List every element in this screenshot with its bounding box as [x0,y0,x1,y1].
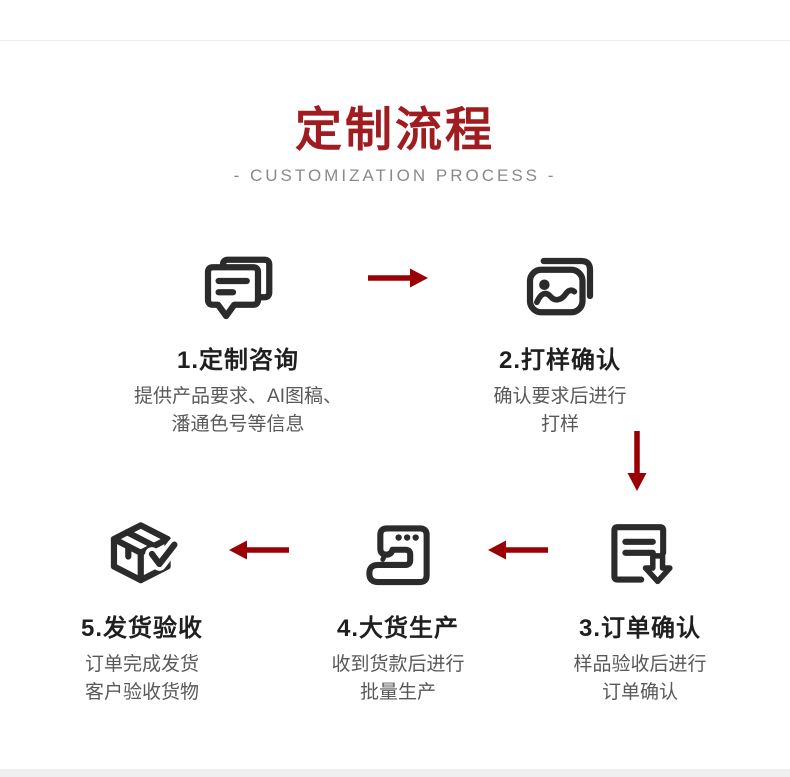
step-title: 2.打样确认 [498,347,621,374]
page-title: 定制流程 [295,103,495,156]
chat-bubbles-icon [113,244,363,328]
arrow-left-icon [228,537,290,563]
arrow-left-icon [487,537,549,563]
step-desc-line: 样品验收后进行 [573,654,707,675]
step-custom-consultation: 1.定制咨询 提供产品要求、AI图稿、 潘通色号等信息 [113,244,363,439]
top-divider [0,40,790,41]
sewing-machine-icon [273,512,523,596]
arrow-down-icon [624,430,650,492]
step-desc-line: 订单完成发货 [84,654,199,675]
arrow-right-icon [367,265,429,291]
bottom-divider [0,769,790,777]
step-desc-line: 批量生产 [359,682,436,703]
step-title: 4.大货生产 [336,615,459,642]
package-check-icon [17,512,267,596]
step-description: 确认要求后进行 打样 [435,383,685,439]
step-order-confirmation: 3.订单确认 样品验收后进行 订单确认 [515,512,765,707]
step-title: 5.发货验收 [80,615,203,642]
step-shipping-acceptance: 5.发货验收 订单完成发货 客户验收货物 [17,512,267,707]
step-sample-confirmation: 2.打样确认 确认要求后进行 打样 [435,244,685,439]
step-desc-line: 确认要求后进行 [493,386,627,407]
step-desc-line: 收到货款后进行 [331,654,465,675]
sample-images-icon [435,244,685,328]
order-document-icon [515,512,765,596]
step-description: 样品验收后进行 订单确认 [515,651,765,707]
page-subtitle: - CUSTOMIZATION PROCESS - [233,166,557,186]
step-description: 收到货款后进行 批量生产 [273,651,523,707]
step-title: 3.订单确认 [578,615,701,642]
step-desc-line: 打样 [540,414,579,435]
step-desc-line: 提供产品要求、AI图稿、 [134,386,342,407]
step-description: 提供产品要求、AI图稿、 潘通色号等信息 [113,383,363,439]
step-description: 订单完成发货 客户验收货物 [17,651,267,707]
step-desc-line: 订单确认 [601,682,678,703]
step-desc-line: 客户验收货物 [84,682,199,703]
step-title: 1.定制咨询 [176,347,299,374]
step-bulk-production: 4.大货生产 收到货款后进行 批量生产 [273,512,523,707]
section-header: 定制流程 - CUSTOMIZATION PROCESS - [0,102,790,186]
step-desc-line: 潘通色号等信息 [171,414,305,435]
